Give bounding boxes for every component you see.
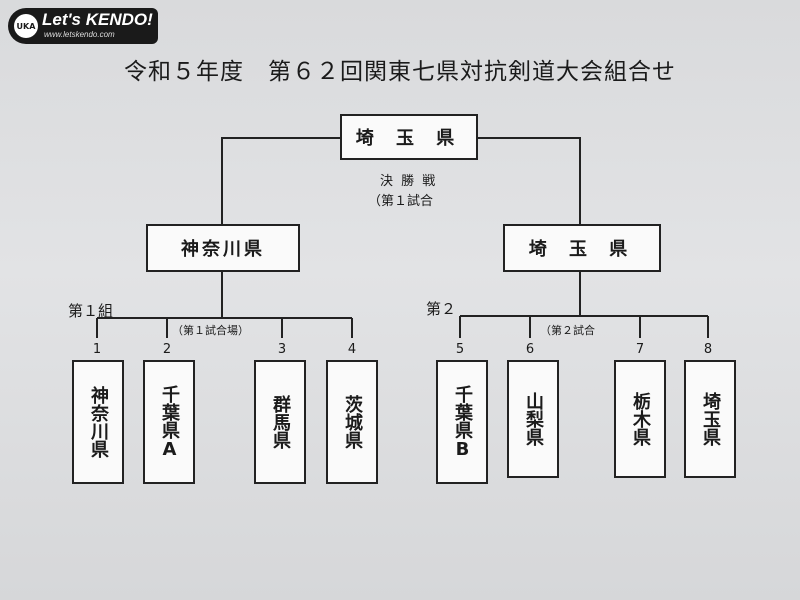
logo-text: Let's KENDO! <box>42 10 153 29</box>
team-box: 群馬県 <box>254 360 306 484</box>
team-box: 千葉県B <box>436 360 488 484</box>
group2-venue: （第２試合 <box>540 324 595 337</box>
team-number: 3 <box>277 342 287 357</box>
group1-label: 第１組 <box>68 302 114 320</box>
team-number: 7 <box>635 342 645 357</box>
semifinal-right-name: 埼 玉 県 <box>528 239 636 260</box>
semifinal-left-name: 神奈川県 <box>181 239 265 260</box>
team-number: 1 <box>92 342 102 357</box>
team-box: 埼玉県 <box>684 360 736 478</box>
team-box: 千葉県A <box>143 360 195 484</box>
team-number: 6 <box>525 342 535 357</box>
team-box: 栃木県 <box>614 360 666 478</box>
final-label: 決 勝 戦 <box>380 174 438 189</box>
champion-name: 埼 玉 県 <box>355 128 463 149</box>
page-title: 令和５年度 第６２回関東七県対抗剣道大会組合せ <box>124 59 676 85</box>
semifinal-left-box: 神奈川県 <box>146 224 300 272</box>
team-number: 4 <box>347 342 357 357</box>
team-number: 2 <box>162 342 172 357</box>
team-box: 神奈川県 <box>72 360 124 484</box>
logo-url: www.letskendo.com <box>44 30 115 39</box>
letskendo-logo: UKA Let's KENDO! www.letskendo.com <box>8 8 158 44</box>
final-connector-right <box>478 137 581 224</box>
team-box: 山梨県 <box>507 360 559 478</box>
team-number: 8 <box>703 342 713 357</box>
final-connector <box>221 137 340 224</box>
team-number: 5 <box>455 342 465 357</box>
team-box: 茨城県 <box>326 360 378 484</box>
champion-box: 埼 玉 県 <box>340 114 478 160</box>
logo-mark: UKA <box>14 14 38 38</box>
group2-label: 第２ <box>426 300 457 318</box>
final-sub: （第１試合 <box>368 194 434 209</box>
group1-venue: （第１試合場） <box>172 324 249 337</box>
semifinal-right-box: 埼 玉 県 <box>503 224 661 272</box>
